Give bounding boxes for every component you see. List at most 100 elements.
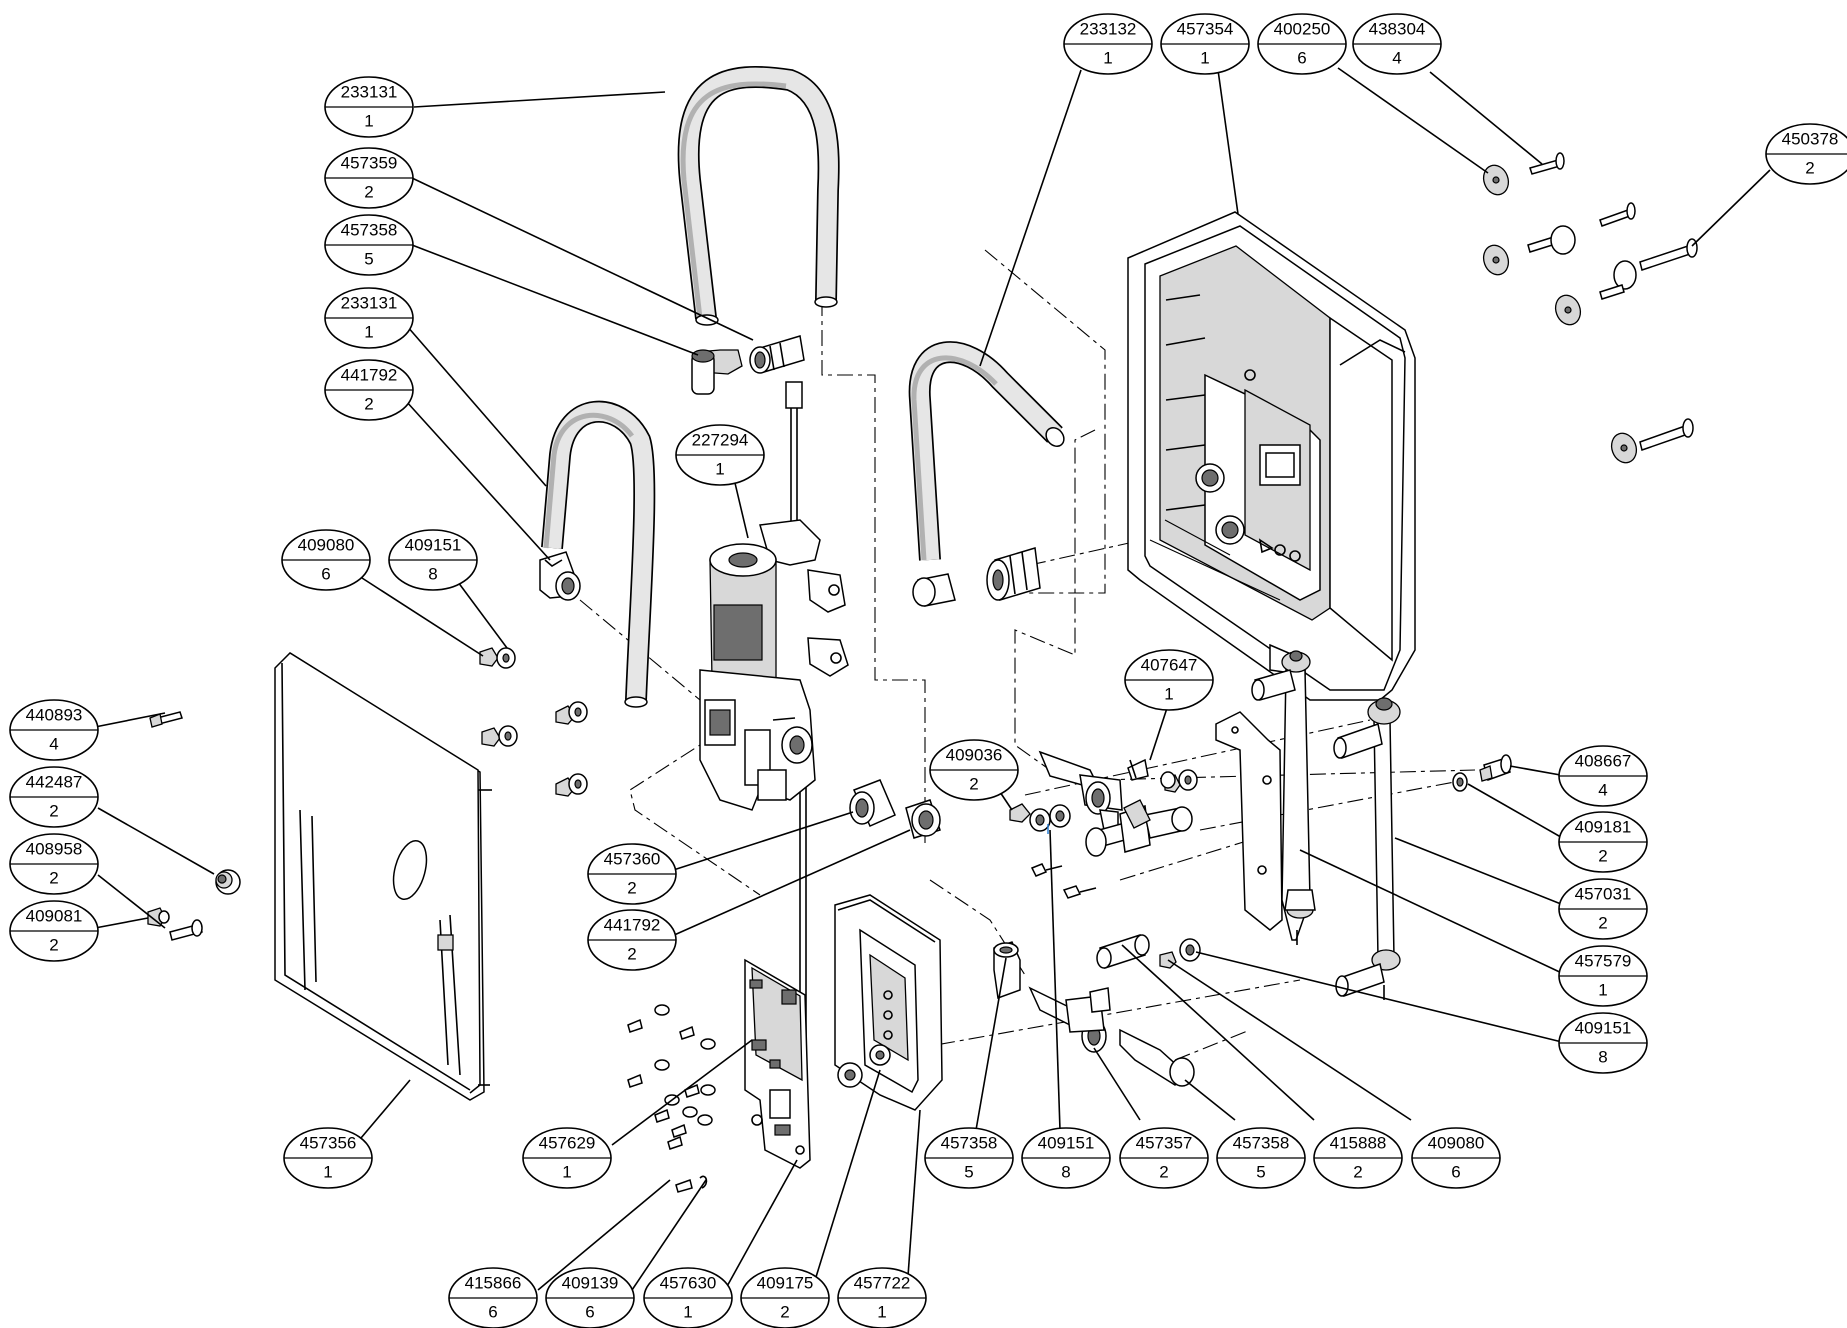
part-quantity: 5 xyxy=(1256,1162,1265,1181)
part-quantity: 2 xyxy=(780,1302,789,1321)
part-quantity: 2 xyxy=(969,774,978,793)
part-quantity: 5 xyxy=(364,249,373,268)
part-quantity: 2 xyxy=(627,878,636,897)
part-number: 441792 xyxy=(341,365,398,384)
part-quantity: 2 xyxy=(1159,1162,1168,1181)
screws-lower-left xyxy=(627,1004,716,1193)
part-quantity: 1 xyxy=(1200,48,1209,67)
hose-233131-upper xyxy=(677,65,840,326)
balloon-409080: 409080 6 xyxy=(281,529,371,591)
balloon-457357: 457357 2 xyxy=(1119,1127,1209,1189)
part-quantity: 4 xyxy=(1598,780,1607,799)
balloon-457722: 457722 1 xyxy=(837,1267,927,1328)
leader-lines xyxy=(94,67,1771,1291)
balloon-457359: 457359 2 xyxy=(324,147,414,209)
part-number: 457031 xyxy=(1575,884,1632,903)
part-quantity: 6 xyxy=(1297,48,1306,67)
balloon-409139: 409139 6 xyxy=(545,1267,635,1328)
part-number: 415888 xyxy=(1330,1133,1387,1152)
part-balloons: 2331311457359245735852331311441792222729… xyxy=(9,13,1847,1328)
part-quantity: 1 xyxy=(1598,980,1607,999)
balloon-415888: 415888 2 xyxy=(1313,1127,1403,1189)
part-quantity: 4 xyxy=(1392,48,1401,67)
part-number: 409181 xyxy=(1575,817,1632,836)
part-number: 457360 xyxy=(604,849,661,868)
part-number: 450378 xyxy=(1782,129,1839,148)
part-number: 408958 xyxy=(26,839,83,858)
circuit-board-457629 xyxy=(744,958,811,1169)
part-quantity: 6 xyxy=(321,564,330,583)
part-number: 233131 xyxy=(341,82,398,101)
balloon-438304: 438304 4 xyxy=(1352,13,1442,75)
balloon-457629: 457629 1 xyxy=(522,1127,612,1189)
hose-233132-fitting xyxy=(912,547,1041,607)
part-number: 409139 xyxy=(562,1273,619,1292)
part-quantity: 6 xyxy=(585,1302,594,1321)
left-hardware xyxy=(147,711,241,941)
part-number: 438304 xyxy=(1369,19,1426,38)
part-number: 409080 xyxy=(298,535,355,554)
center-fittings xyxy=(849,779,941,839)
part-quantity: 1 xyxy=(364,322,373,341)
part-number: 457722 xyxy=(854,1273,911,1292)
balloon-400250: 400250 6 xyxy=(1257,13,1347,75)
part-number: 409081 xyxy=(26,906,83,925)
part-quantity: 1 xyxy=(877,1302,886,1321)
part-number: 233132 xyxy=(1080,19,1137,38)
mounting-bracket xyxy=(1215,711,1283,931)
tee-fittings-center xyxy=(1009,750,1198,899)
tube-457579 xyxy=(1251,650,1316,945)
part-number: 457629 xyxy=(539,1133,596,1152)
part-number: 415866 xyxy=(465,1273,522,1292)
hose-233132 xyxy=(908,341,1065,561)
cover-panel-457356 xyxy=(274,652,492,1101)
part-number: 440893 xyxy=(26,705,83,724)
part-number: 233131 xyxy=(341,293,398,312)
part-quantity: 5 xyxy=(964,1162,973,1181)
part-quantity: 2 xyxy=(49,935,58,954)
part-number: 457354 xyxy=(1177,19,1234,38)
part-number: 457630 xyxy=(660,1273,717,1292)
part-number: 457356 xyxy=(300,1133,357,1152)
part-quantity: 1 xyxy=(562,1162,571,1181)
hose-233131-middle xyxy=(541,400,656,708)
part-quantity: 1 xyxy=(323,1162,332,1181)
part-quantity: 2 xyxy=(1353,1162,1362,1181)
part-number: 457358 xyxy=(341,220,398,239)
part-quantity: 2 xyxy=(364,182,373,201)
part-number: 457357 xyxy=(1136,1133,1193,1152)
lower-fittings xyxy=(993,934,1201,1087)
part-number: 409151 xyxy=(1038,1133,1095,1152)
part-number: 409080 xyxy=(1428,1133,1485,1152)
part-quantity: 2 xyxy=(49,801,58,820)
main-enclosure-457354 xyxy=(1127,211,1416,701)
part-quantity: 1 xyxy=(683,1302,692,1321)
part-number: 408667 xyxy=(1575,751,1632,770)
part-number: 400250 xyxy=(1274,19,1331,38)
upper-fittings xyxy=(691,335,805,395)
part-quantity: 2 xyxy=(49,868,58,887)
nuts-washers-left xyxy=(479,647,588,797)
balloon-409081: 409081 2 xyxy=(9,900,99,962)
balloon-457360: 457360 2 xyxy=(587,843,677,905)
part-number: 441792 xyxy=(604,915,661,934)
part-quantity: 6 xyxy=(1451,1162,1460,1181)
part-number: 457359 xyxy=(341,153,398,172)
